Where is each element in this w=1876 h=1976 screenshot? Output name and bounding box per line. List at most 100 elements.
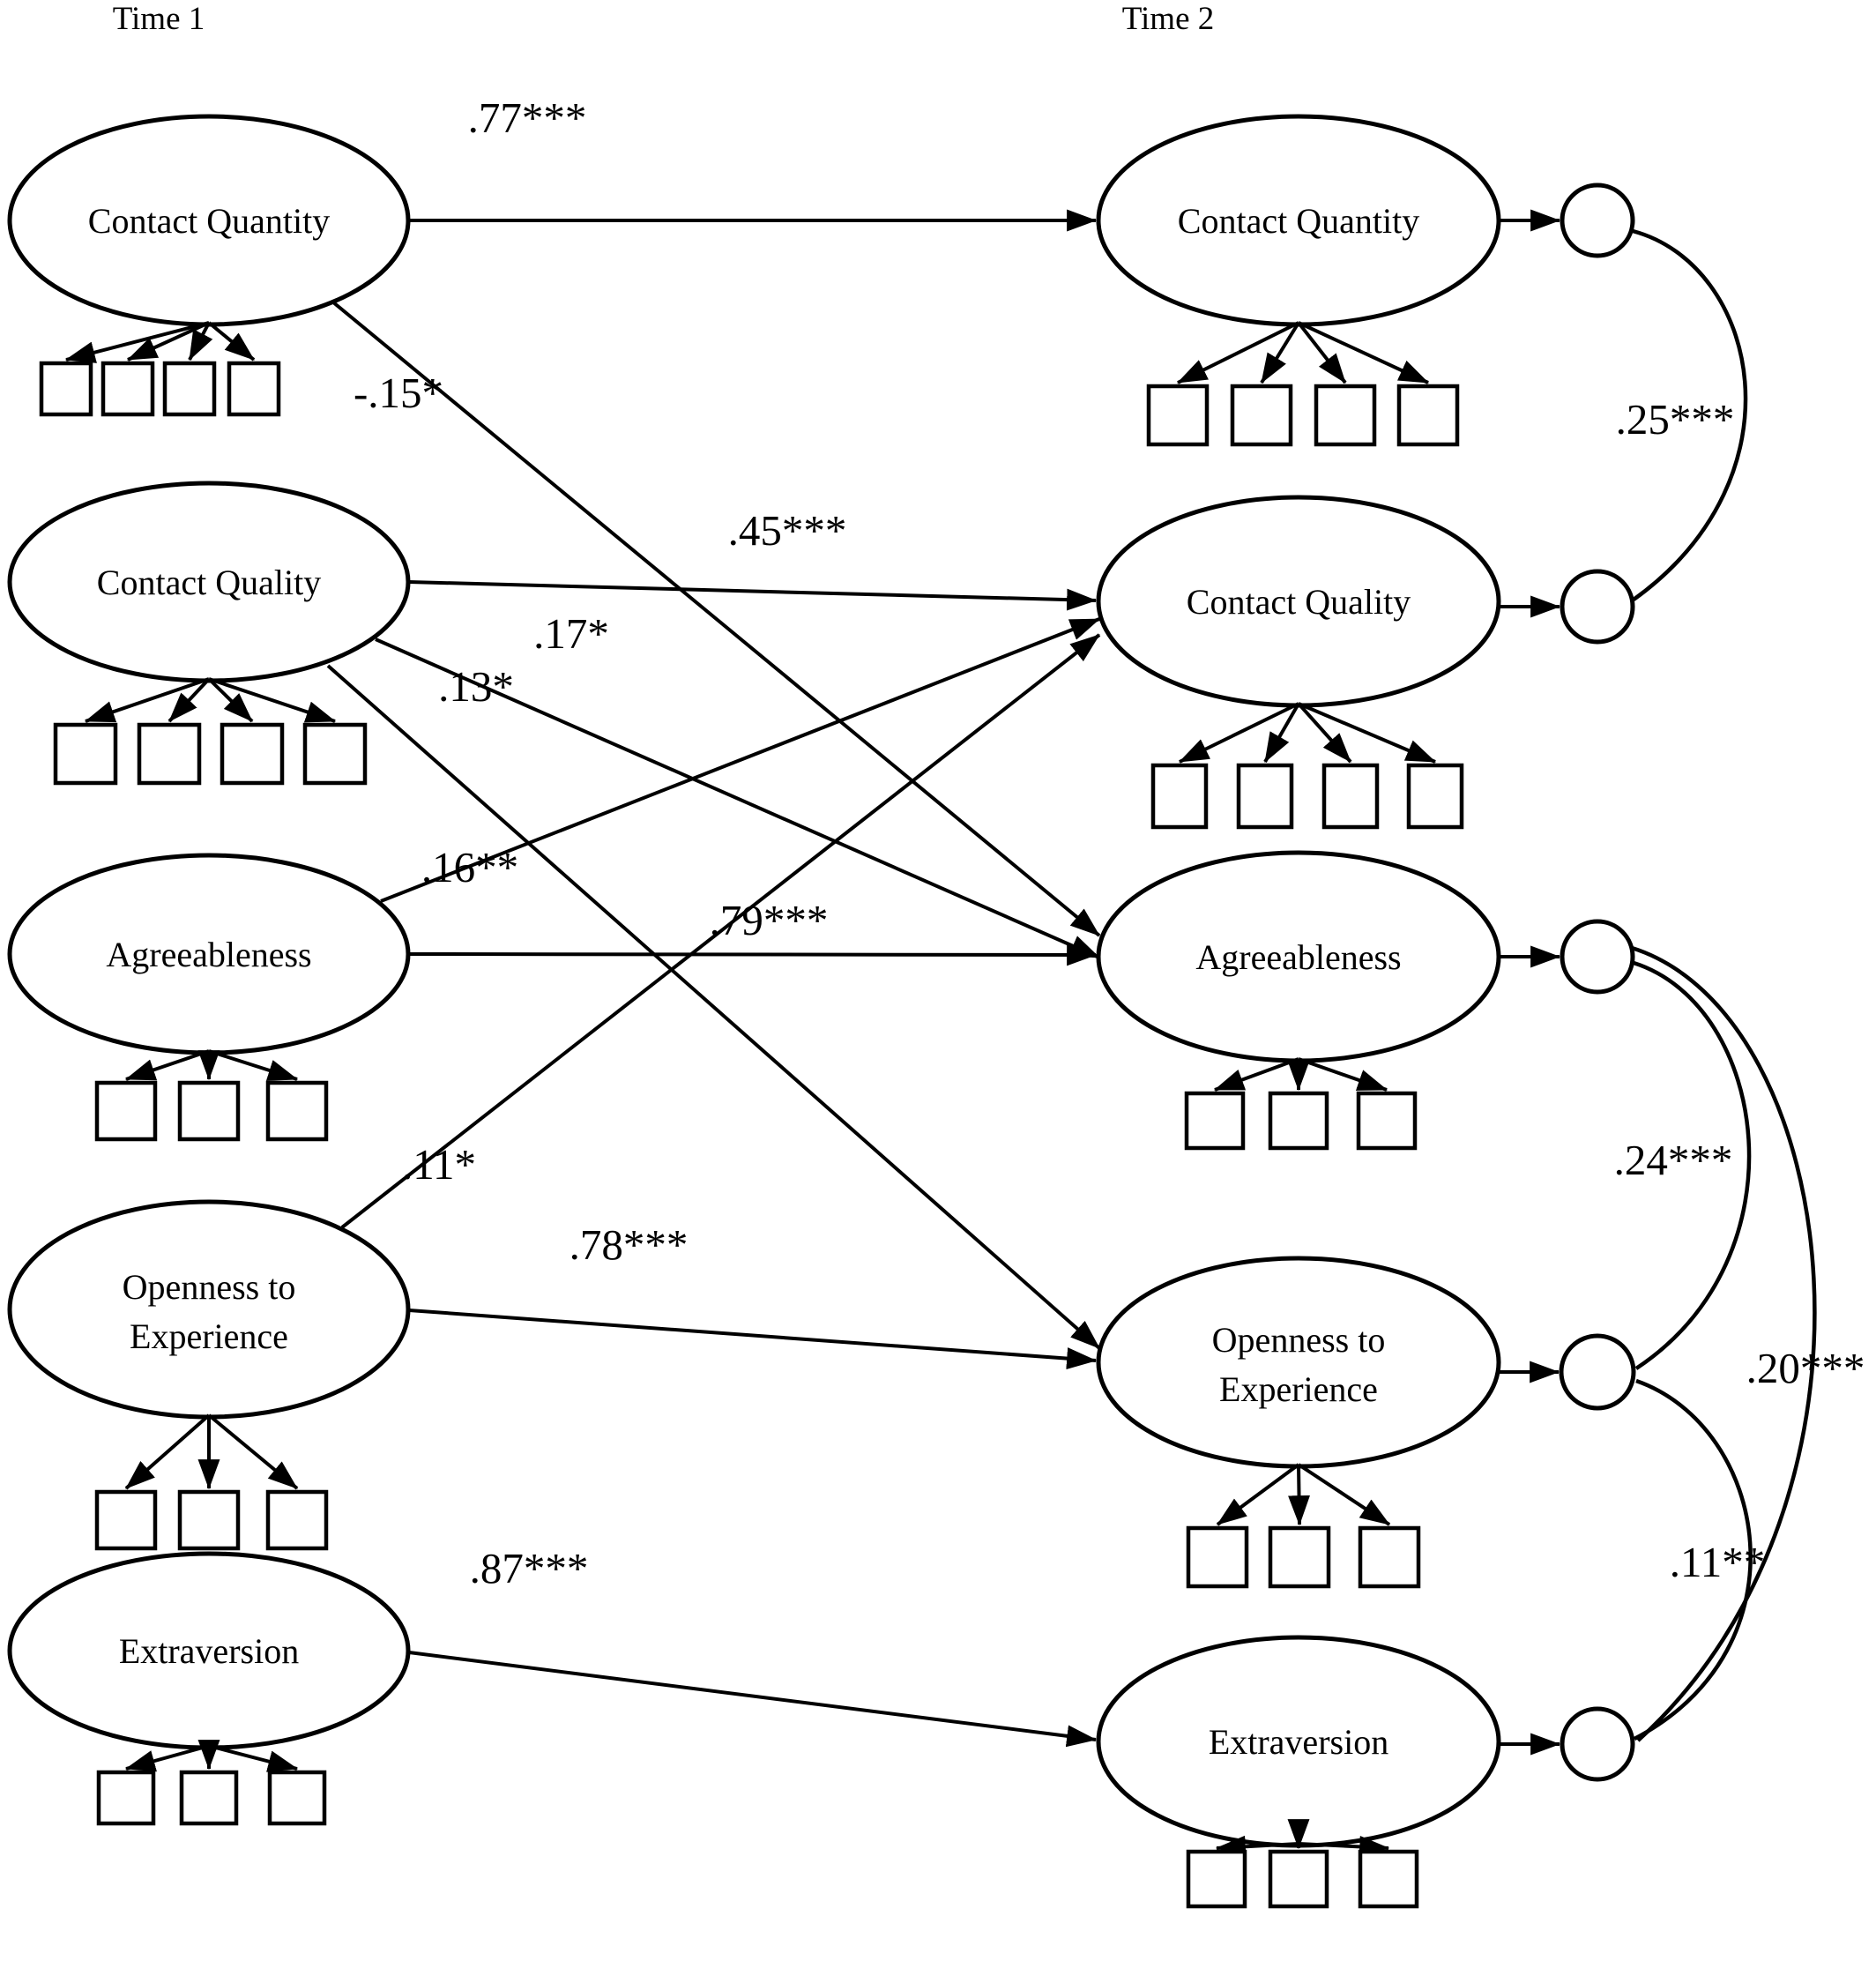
path-coefficient-label: .17* (533, 609, 609, 658)
indicator-square (1314, 384, 1377, 447)
indicator-arrow (126, 321, 210, 362)
correlation-coefficient-label: .24*** (1614, 1136, 1733, 1184)
indicator-square (162, 361, 217, 417)
indicator-square (1358, 1525, 1421, 1589)
indicator-arrow (1176, 321, 1299, 384)
latent-ellipse-openness-t1 (7, 1199, 411, 1420)
path-coefficient-label: .79*** (710, 896, 829, 944)
path-arrow (408, 1309, 1098, 1370)
indicator-arrow (1213, 1057, 1299, 1092)
indicator-square (177, 1080, 241, 1142)
indicator-arrow (1298, 702, 1437, 764)
indicator-square (179, 1770, 239, 1826)
indicator-square (1186, 1849, 1247, 1909)
path-arrow (375, 638, 1101, 959)
time2-header: Time 2 (1122, 1, 1215, 37)
indicator-arrow (208, 1744, 299, 1772)
latent-label-contact-quality-t2: Contact Quality (1187, 582, 1411, 622)
indicator-arrow (1297, 321, 1347, 384)
path-arrow (326, 664, 1101, 1350)
residual-circle-contact-quantity-t2 (1560, 183, 1635, 258)
indicator-square (1396, 384, 1460, 447)
path-arrow (331, 300, 1101, 937)
indicator-square (94, 1489, 158, 1551)
latent-label-contact-quantity-t1: Contact Quantity (88, 201, 330, 241)
indicator-square (1236, 763, 1294, 830)
indicator-square (177, 1489, 241, 1551)
indicator-arrow (168, 677, 211, 723)
correlation-curve (1633, 960, 1752, 1370)
indicator-square (137, 722, 202, 786)
indicator-square (1184, 1091, 1246, 1151)
indicator-arrow (124, 1413, 211, 1490)
indicator-square (220, 722, 285, 786)
indicator-square (39, 361, 93, 417)
path-coefficient-label: .78*** (570, 1220, 689, 1269)
indicator-square (1321, 763, 1380, 830)
indicator-square (1146, 384, 1210, 447)
indicator-arrow (1263, 703, 1300, 763)
indicator-square (1356, 1091, 1418, 1151)
indicator-square (1150, 763, 1209, 830)
indicator-arrow (207, 677, 254, 723)
indicator-arrow (208, 677, 337, 723)
correlation-curve (1632, 228, 1748, 601)
indicator-arrow (1297, 1463, 1391, 1526)
indicator-square (1268, 1091, 1329, 1151)
indicator-arrow (1298, 1835, 1390, 1858)
latent-label-agreeableness-t2: Agreeableness (1195, 937, 1401, 977)
latent-label-contact-quantity-t2: Contact Quantity (1178, 201, 1419, 241)
indicator-arrow (208, 1049, 299, 1081)
indicator-arrow (207, 1413, 299, 1490)
path-arrow (408, 943, 1098, 966)
indicator-arrow (84, 677, 210, 723)
indicator-arrow (1216, 1463, 1300, 1526)
path-coefficient-label: .77*** (468, 93, 587, 142)
indicator-square (1268, 1525, 1331, 1589)
indicator-square (96, 1770, 156, 1826)
indicator-arrow (1298, 321, 1430, 384)
latent-label-agreeableness-t1: Agreeableness (106, 935, 311, 974)
indicator-square (227, 361, 281, 417)
correlation-curve (1633, 1378, 1753, 1741)
indicator-square (53, 722, 118, 786)
indicator-square (1230, 384, 1293, 447)
latent-ellipse-openness-t2 (1096, 1256, 1501, 1469)
indicator-square (1406, 763, 1464, 830)
correlation-coefficient-label: .20*** (1746, 1344, 1865, 1392)
indicator-square (302, 722, 368, 786)
indicator-arrow (124, 1049, 210, 1081)
path-coefficient-label: -.15* (354, 369, 443, 417)
indicator-arrow (1297, 702, 1352, 764)
indicator-square (265, 1080, 329, 1142)
indicator-square (267, 1770, 327, 1826)
indicator-square (1358, 1849, 1419, 1909)
residual-circle-openness-t2 (1559, 1333, 1636, 1411)
latent-label-contact-quality-t1: Contact Quality (97, 563, 321, 602)
path-arrow (380, 617, 1101, 903)
indicator-square (265, 1489, 329, 1551)
indicator-square (100, 361, 155, 417)
path-arrow (340, 633, 1101, 1229)
indicator-square (1268, 1849, 1329, 1909)
latent-label-extraversion-t1: Extraversion (119, 1631, 299, 1671)
correlation-coefficient-label: .11** (1670, 1538, 1765, 1586)
indicator-square (1186, 1525, 1249, 1589)
indicator-arrow (1298, 1057, 1388, 1092)
path-coefficient-label: .87*** (470, 1544, 589, 1592)
indicator-arrow (188, 322, 213, 362)
path-arrow (408, 580, 1098, 611)
path-coefficient-label: .16** (421, 843, 518, 891)
latent-label-extraversion-t2: Extraversion (1209, 1722, 1388, 1762)
path-arrow (408, 1651, 1098, 1748)
indicator-arrow (124, 1744, 210, 1772)
residual-circle-extraversion-t2 (1560, 1706, 1635, 1782)
residual-circle-agreeableness-t2 (1560, 919, 1635, 995)
indicator-square (94, 1080, 158, 1142)
path-coefficient-label: .11* (402, 1140, 476, 1189)
correlation-curve (1631, 945, 1817, 1742)
